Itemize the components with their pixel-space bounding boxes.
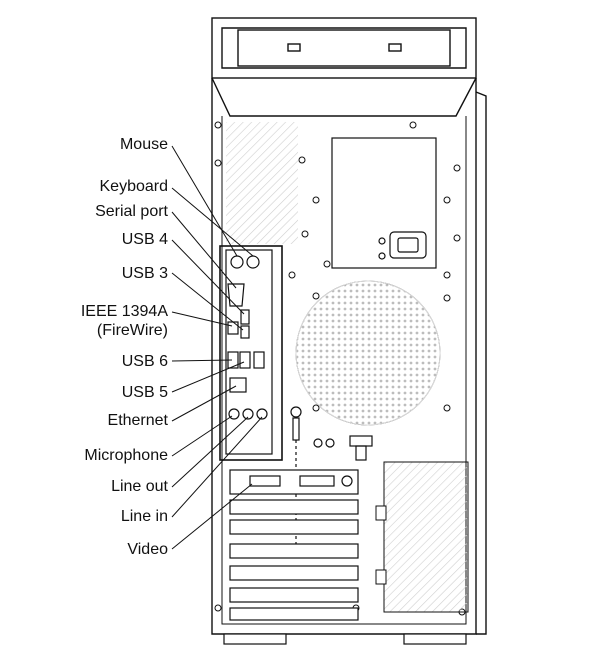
label-usb5: USB 5 xyxy=(121,384,168,401)
leader-mouse xyxy=(171,145,238,257)
leader-microphone xyxy=(171,415,233,457)
leader-line-out xyxy=(171,416,249,488)
line-in-jack xyxy=(256,408,268,420)
label-mouse: Mouse xyxy=(119,136,168,153)
ethernet-port xyxy=(229,377,247,393)
hatch-panel-top xyxy=(226,122,298,244)
fan-grill xyxy=(295,280,441,426)
firewire-port xyxy=(227,321,239,335)
label-serial-port: Serial port xyxy=(95,203,168,220)
label-line-out: Line out xyxy=(111,478,168,495)
leader-usb4 xyxy=(171,239,245,315)
io-panel xyxy=(219,245,283,461)
leader-keyboard xyxy=(171,187,254,257)
label-firewire: (FireWire) xyxy=(96,322,168,339)
label-line-in: Line in xyxy=(120,508,168,525)
mouse-port xyxy=(230,255,244,269)
leader-line-in xyxy=(171,416,263,518)
line-out-jack xyxy=(242,408,254,420)
leader-ethernet xyxy=(171,385,237,422)
top-handle xyxy=(211,17,477,79)
leader-serial xyxy=(171,211,237,289)
leader-usb5 xyxy=(171,361,245,393)
usb-port-3 xyxy=(240,325,250,339)
label-usb3: USB 3 xyxy=(121,265,168,282)
chassis xyxy=(211,17,487,635)
keyboard-port xyxy=(246,255,260,269)
usb-port-5 xyxy=(239,351,251,369)
microphone-jack xyxy=(228,408,240,420)
label-microphone: Microphone xyxy=(84,447,168,464)
label-usb4: USB 4 xyxy=(121,231,168,248)
label-keyboard: Keyboard xyxy=(99,178,169,195)
power-socket-icon xyxy=(389,231,427,259)
label-usb6: USB 6 xyxy=(121,353,168,370)
side-latches xyxy=(375,505,387,585)
video-card-bracket xyxy=(229,469,359,495)
leader-usb6 xyxy=(171,359,233,362)
expansion-slots xyxy=(229,469,359,621)
leader-usb3 xyxy=(171,272,244,331)
hatch-panel-bottom xyxy=(383,461,469,613)
usb-port-4 xyxy=(240,309,250,325)
label-ethernet: Ethernet xyxy=(107,412,168,429)
label-video: Video xyxy=(127,541,168,558)
feet xyxy=(223,633,467,645)
leader-lines xyxy=(171,145,263,550)
label-ieee-1394a: IEEE 1394A xyxy=(80,303,168,320)
leader-firewire xyxy=(171,311,233,327)
power-supply xyxy=(331,137,437,269)
leader-video xyxy=(171,483,253,550)
